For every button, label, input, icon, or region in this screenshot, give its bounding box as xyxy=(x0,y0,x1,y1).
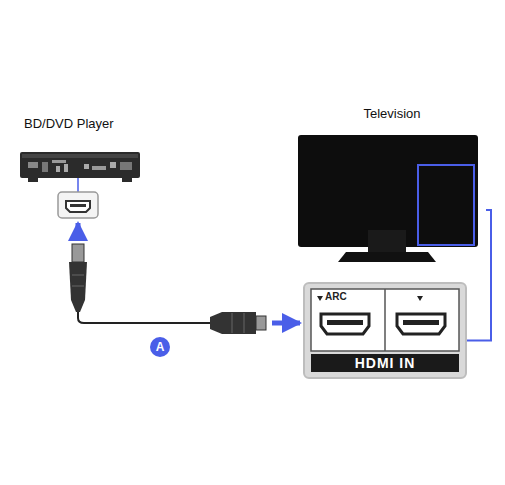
tv-illustration xyxy=(298,135,478,262)
connect-arrow xyxy=(272,321,300,326)
hdmi-plug xyxy=(69,244,87,312)
connect-arrow xyxy=(76,223,81,240)
panel-title: HDMI IN xyxy=(311,354,459,372)
device-label: Television xyxy=(298,106,486,121)
television-box: Television xyxy=(298,106,486,266)
callout-letter: A xyxy=(150,337,170,357)
hdmi-panel: ARC HDMI IN xyxy=(303,282,467,379)
callout-line xyxy=(467,210,491,341)
port-label: ARC xyxy=(325,291,347,302)
hdmi-plug xyxy=(210,312,266,334)
device-box: BD/DVD Player xyxy=(18,116,145,220)
player-illustration xyxy=(20,152,140,218)
device-label: BD/DVD Player xyxy=(24,116,145,131)
hdmi-cable xyxy=(78,312,210,323)
